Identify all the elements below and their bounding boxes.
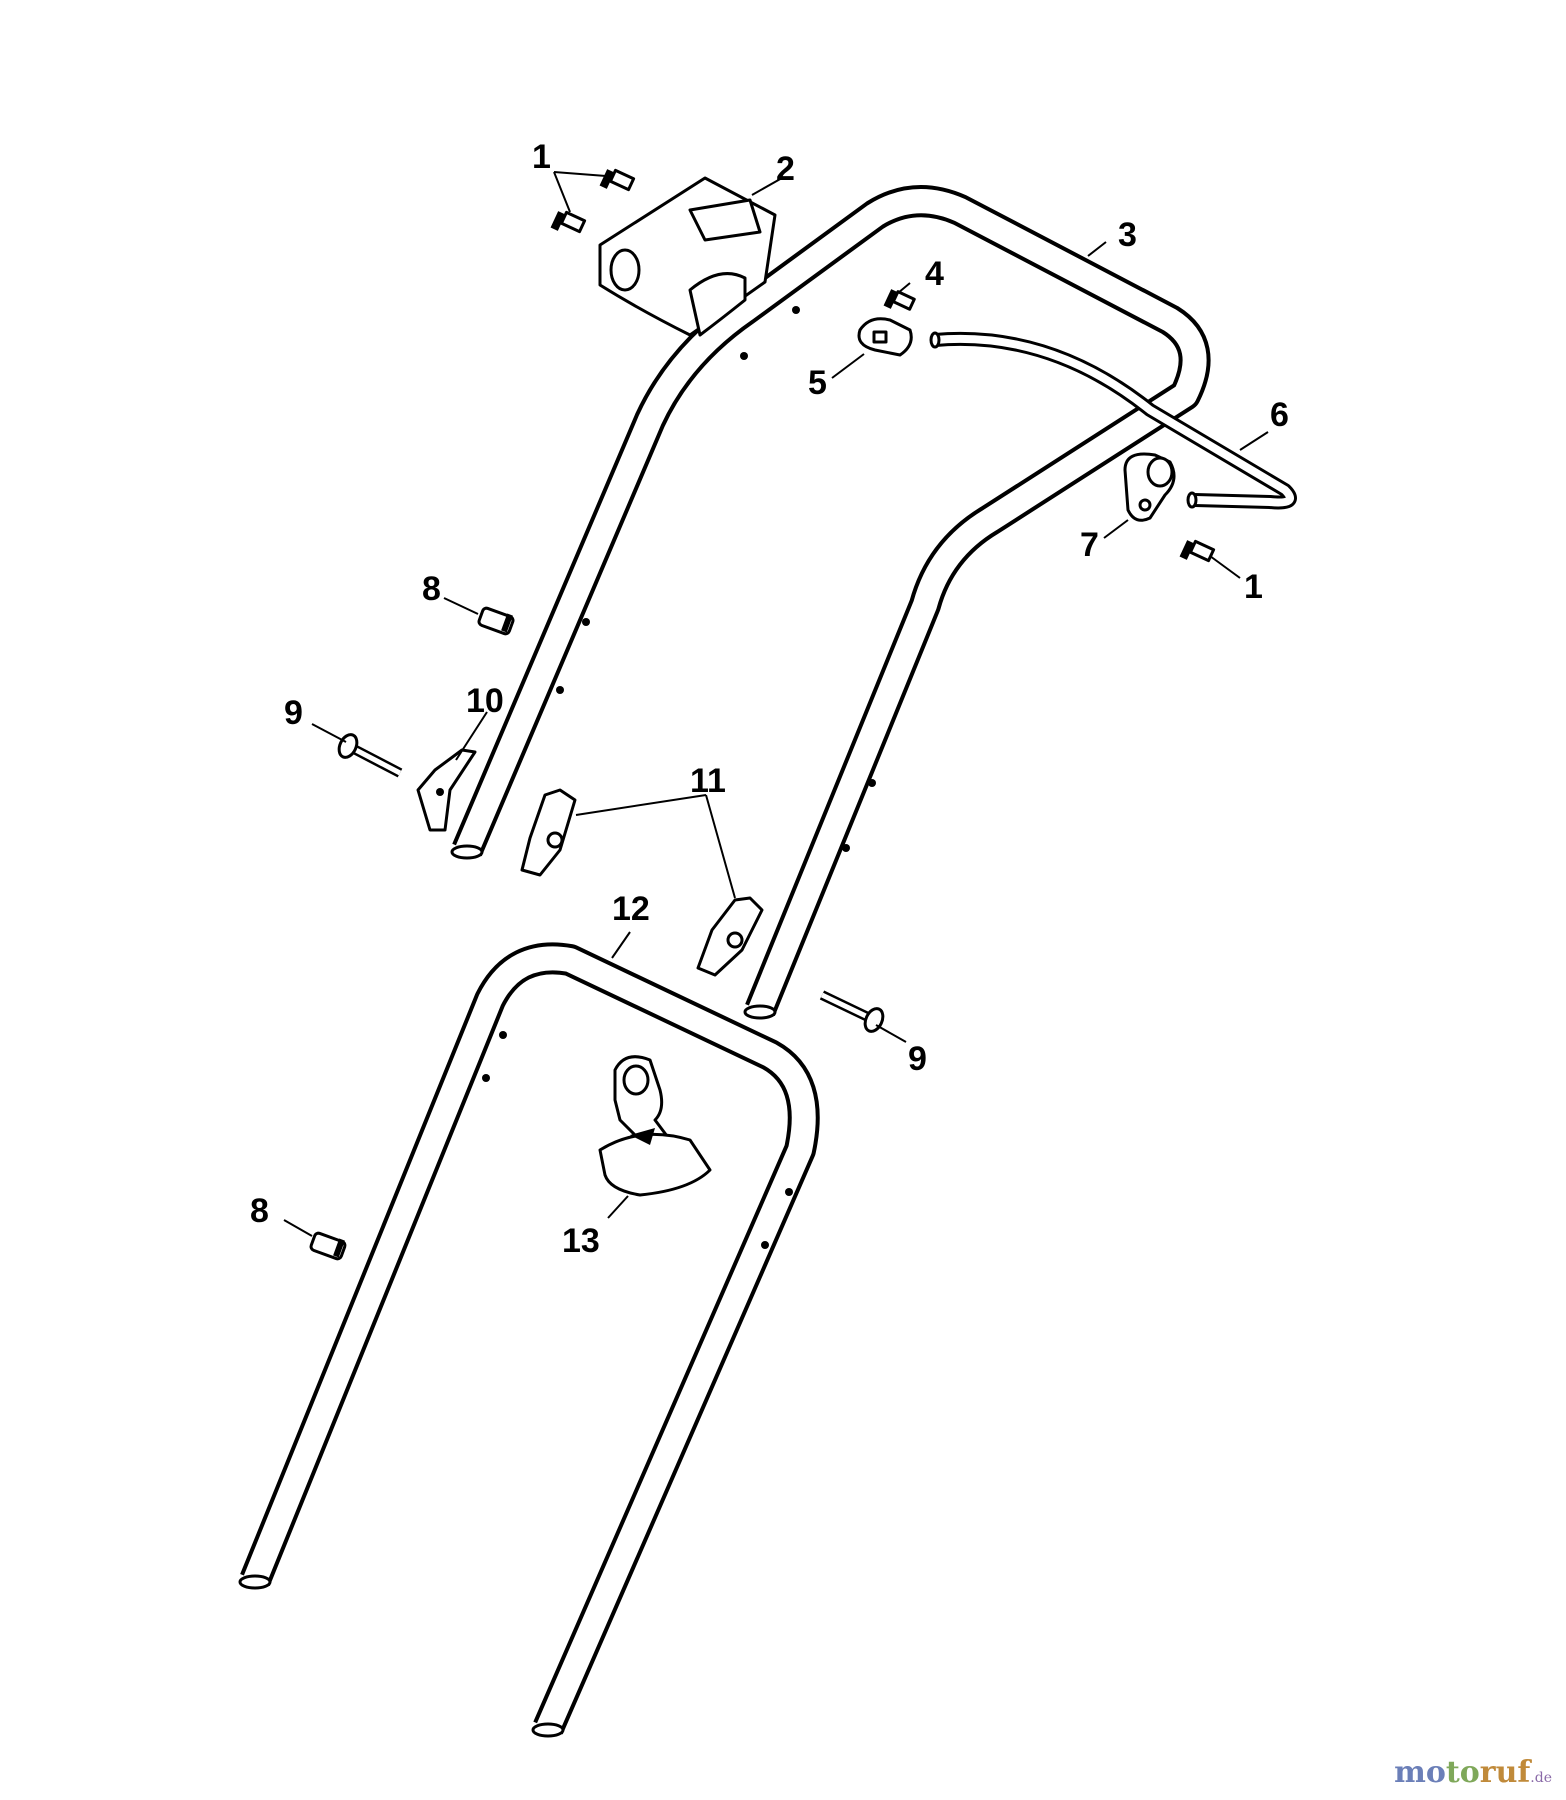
lower-handle[interactable] — [238, 942, 820, 1738]
cable-holder-13[interactable] — [598, 1055, 712, 1197]
screw-top-1[interactable] — [599, 168, 636, 192]
callout-2: 2 — [776, 150, 795, 188]
bowden-cable[interactable] — [929, 331, 1297, 510]
callout-1a: 1 — [532, 138, 551, 176]
wing-nut-11-upper[interactable] — [520, 788, 577, 877]
watermark-suffix: .de — [1530, 1770, 1552, 1786]
cable-clip-5[interactable] — [857, 317, 913, 357]
cable-clamp-7[interactable] — [1123, 452, 1176, 522]
bolt-9-left[interactable] — [336, 732, 403, 778]
callout-10: 10 — [466, 682, 504, 720]
callout-11: 11 — [690, 762, 726, 800]
nut-8-upper[interactable] — [477, 606, 515, 636]
wing-nut-11-lower[interactable] — [696, 896, 764, 977]
callout-4: 4 — [925, 255, 944, 293]
bracket-10[interactable] — [416, 748, 477, 832]
watermark-part-1: mo — [1394, 1755, 1446, 1790]
callout-8a: 8 — [422, 570, 441, 608]
bolt-9-right[interactable] — [819, 990, 886, 1034]
watermark-logo: motoruf.de — [1394, 1755, 1552, 1790]
callout-13: 13 — [562, 1222, 600, 1260]
callout-8b: 8 — [250, 1192, 269, 1230]
callout-12: 12 — [612, 890, 650, 928]
watermark-part-2: to — [1445, 1755, 1480, 1790]
callout-5: 5 — [808, 364, 827, 402]
callout-9b: 9 — [908, 1040, 927, 1078]
leader-lines — [283, 171, 1269, 1237]
watermark-part-3: ruf — [1479, 1755, 1531, 1790]
switch-housing[interactable] — [598, 176, 777, 337]
callout-6: 6 — [1270, 396, 1289, 434]
screw-right[interactable] — [1179, 539, 1216, 563]
callout-9a: 9 — [284, 694, 303, 732]
screw-4[interactable] — [883, 289, 916, 311]
callout-7: 7 — [1080, 526, 1099, 564]
callout-1b: 1 — [1244, 568, 1263, 606]
screw-top-2[interactable] — [550, 210, 587, 234]
nut-8-lower[interactable] — [309, 1231, 347, 1261]
callout-labels: 1 2 3 4 5 6 7 1 8 9 10 11 12 9 13 8 — [250, 138, 1289, 1260]
callout-3: 3 — [1118, 216, 1137, 254]
upper-handle[interactable] — [450, 185, 1211, 1020]
